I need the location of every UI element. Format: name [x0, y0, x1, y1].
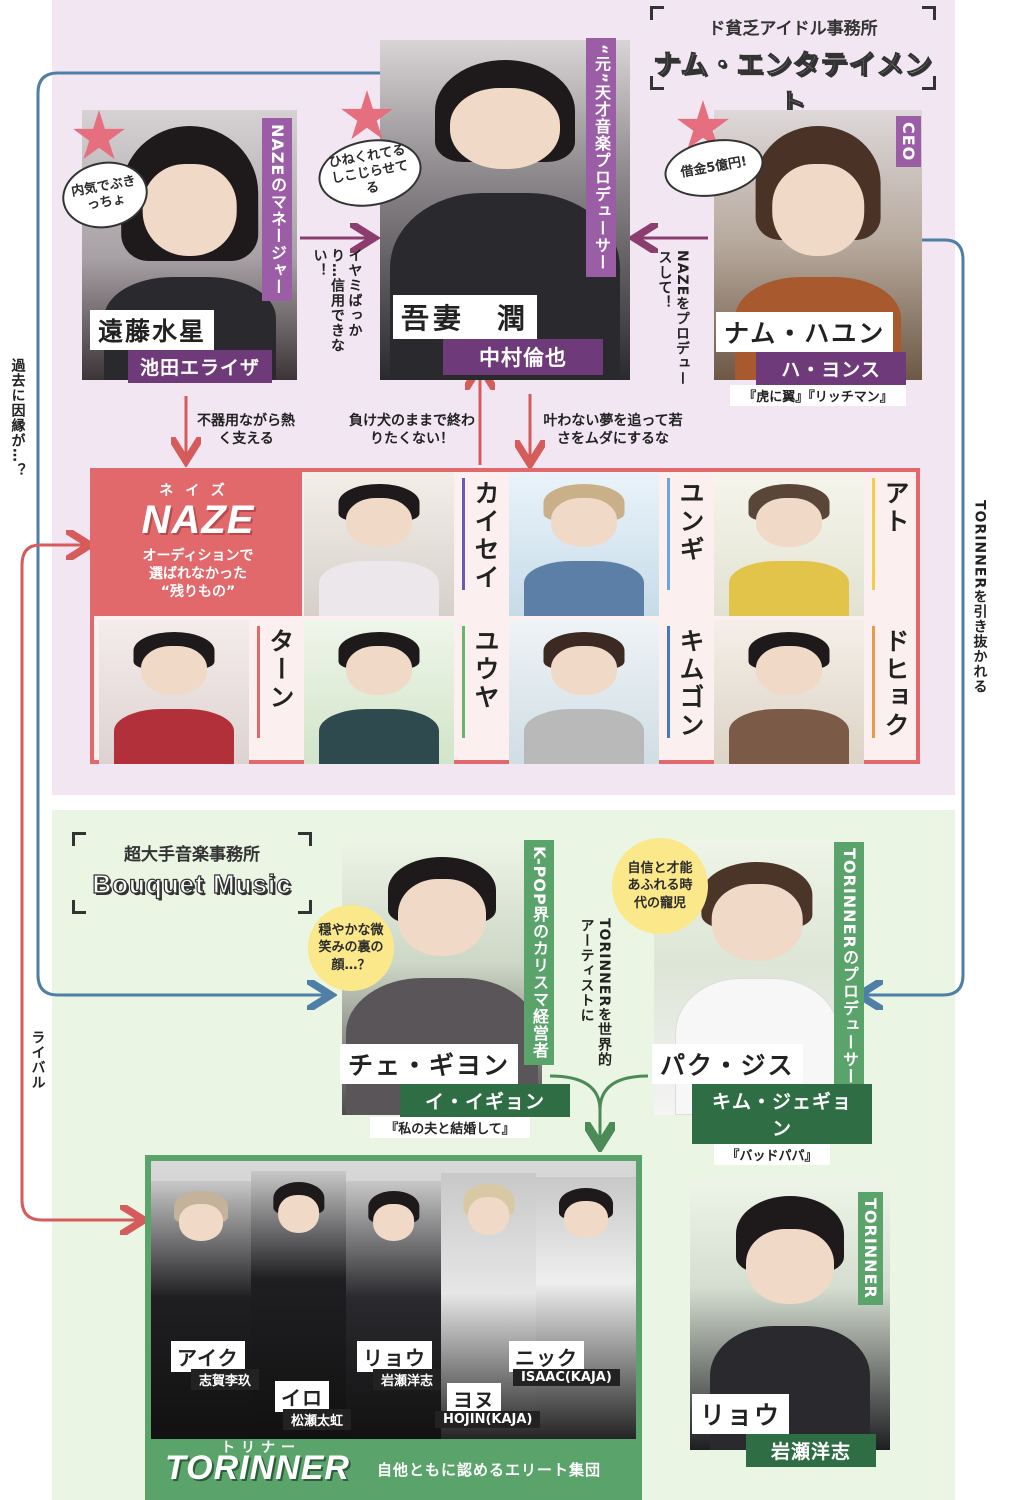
- agency-label-top: ド貧乏アイドル事務所 ナム・エンタテイメント: [650, 6, 936, 121]
- choi-name: チェ・ギヨン: [340, 1044, 519, 1084]
- naze-logo-area: ネイズ NAZE オーディションで 選ばれなかった “残りもの”: [94, 472, 302, 616]
- choi-bubble: 穏やかな微笑みの裏の顔…？: [308, 905, 394, 991]
- choi-role-tag: K-POP界のカリスマ経営者: [524, 840, 554, 1065]
- nam-name: ナム・ハユン: [716, 312, 894, 352]
- naze-member-name: ユウヤ: [471, 628, 500, 712]
- park-name-block: パク・ジス キム・ジェギョン 『バッドパパ』: [652, 1044, 872, 1165]
- rival-text: ライバル: [29, 1030, 46, 1090]
- naze-member: ドヒョク: [714, 620, 919, 764]
- choi-to-torinner-text: TORINNERを世界的アーティストに: [578, 918, 613, 1068]
- torinner-member-actor: ISAAC(KAJA): [513, 1369, 620, 1386]
- torinner-member-name: リョウ: [357, 1341, 432, 1372]
- naze-member: カイセイ: [304, 472, 509, 616]
- nam-works: 『虎に翼』『リッチマン』: [730, 385, 906, 406]
- park-actor: キム・ジェギョン: [692, 1084, 872, 1144]
- torinner-member-actor: 岩瀬洋志: [373, 1369, 442, 1390]
- endo-to-azuma-text: イヤミばっかり…信用できない！: [311, 248, 363, 353]
- torinner-member-actor: 松瀬太虹: [283, 1409, 352, 1430]
- endo-name-block: 遠藤水星 池田エライザ: [90, 310, 273, 383]
- agency-bottom-name: Bouquet Music: [92, 868, 292, 899]
- ryo-role-tag: TORINNER: [858, 1192, 883, 1305]
- naze-member: ユンギ: [509, 472, 714, 616]
- ryo-actor: 岩瀬洋志: [746, 1434, 876, 1467]
- torinner-ruby: トリナー: [221, 1440, 301, 1456]
- park-works: 『バッドパパ』: [714, 1144, 830, 1165]
- choi-name-block: チェ・ギヨン イ・イギョン 『私の夫と結婚して』: [340, 1044, 570, 1138]
- ryo-name: リョウ: [692, 1394, 790, 1434]
- agency-bottom-type: 超大手音楽事務所: [124, 845, 260, 865]
- nam-name-block: ナム・ハユン ハ・ヨンス 『虎に翼』『リッチマン』: [716, 312, 906, 406]
- park-name: パク・ジス: [652, 1044, 803, 1084]
- azuma-to-naze-text: 叶わない夢を追って若さをムダにするな: [543, 413, 683, 448]
- park-bubble: 自信と才能あふれる時代の寵児: [612, 838, 708, 934]
- naze-member-name: キムゴン: [676, 628, 705, 740]
- endo-role-tag: NAZEのマネージャー: [262, 118, 292, 302]
- azuma-name: 吾妻 潤: [393, 295, 538, 339]
- naze-description: オーディションで 選ばれなかった “残りもの”: [142, 548, 254, 601]
- azuma-name-block: 吾妻 潤 中村倫也: [393, 295, 603, 375]
- torinner-member-name: ニック: [509, 1341, 584, 1372]
- torinner-member-name: アイク: [171, 1341, 245, 1372]
- park-role-tag: TORINNERのプロデューサー: [834, 842, 864, 1091]
- agency-top-type: ド貧乏アイドル事務所: [708, 19, 878, 39]
- nam-role-tag: CEO: [896, 116, 921, 168]
- torinner-member-actor: 志賀李玖: [191, 1369, 260, 1390]
- choi-works: 『私の夫と結婚して』: [370, 1117, 530, 1138]
- torinner-pulled-text: TORINNERを引き抜かれる: [971, 500, 988, 695]
- nam-to-azuma-text: NAZEをプロデュースして！: [656, 250, 691, 387]
- endo-actor: 池田エライザ: [128, 350, 273, 383]
- torinner-member-name: イロ: [275, 1381, 329, 1412]
- nam-actor: ハ・ヨンス: [756, 352, 906, 385]
- naze-member-name: ターン: [266, 628, 295, 712]
- naze-member-name: ユンギ: [676, 480, 705, 564]
- naze-to-azuma-text: 負け犬のままで終わりたくない！: [349, 413, 475, 448]
- torinner-tagline: 自他ともに認めるエリート集団: [377, 1461, 602, 1479]
- choi-actor: イ・イギョン: [400, 1084, 570, 1117]
- naze-member: ユウヤ: [304, 620, 509, 764]
- torinner-member-actor: HOJIN(KAJA): [435, 1411, 541, 1428]
- naze-member: キムゴン: [509, 620, 714, 764]
- azuma-role-tag: “元”天才音楽プロデューサー: [586, 38, 616, 278]
- azuma-actor: 中村倫也: [443, 339, 603, 375]
- naze-member: アト: [714, 472, 919, 616]
- torinner-member-name: ヨヌ: [447, 1383, 501, 1414]
- ryo-name-block: リョウ 岩瀬洋志: [692, 1394, 876, 1467]
- endo-to-naze-text: 不器用ながら熱く支える: [197, 413, 295, 448]
- naze-member: ターン: [99, 620, 304, 764]
- naze-logo: NAZE: [141, 498, 255, 542]
- naze-member-name: アト: [881, 480, 910, 536]
- torinner-logo: TORINNER: [165, 1449, 350, 1487]
- torinner-group-photo: アイク 志賀李玖 イロ 松瀬太虹 リョウ 岩瀬洋志 ヨヌ HOJIN(KAJA)…: [151, 1161, 636, 1439]
- agency-label-bottom: 超大手音楽事務所 Bouquet Music: [72, 832, 312, 914]
- naze-member-name: カイセイ: [471, 480, 500, 592]
- naze-group-panel: ネイズ NAZE オーディションで 選ばれなかった “残りもの” カイセイ ユン…: [90, 468, 920, 764]
- endo-name: 遠藤水星: [90, 310, 215, 350]
- torinner-group-panel: アイク 志賀李玖 イロ 松瀬太虹 リョウ 岩瀬洋志 ヨヌ HOJIN(KAJA)…: [145, 1155, 642, 1500]
- naze-ruby: ネイズ: [159, 483, 237, 499]
- past-link-text: 過去に因縁が…？: [9, 358, 26, 478]
- naze-member-name: ドヒョク: [881, 628, 910, 740]
